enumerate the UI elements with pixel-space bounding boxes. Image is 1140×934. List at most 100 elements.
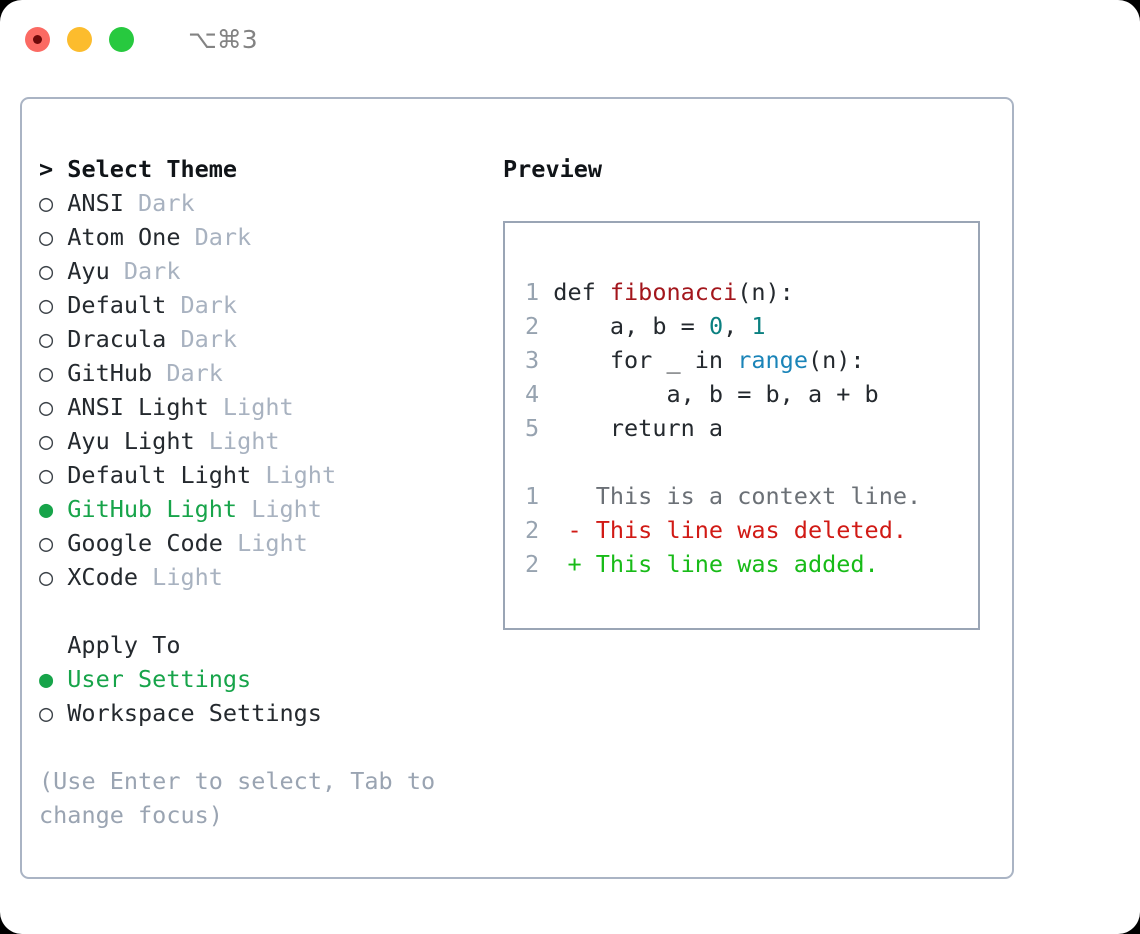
theme-list-item[interactable]: ○ Ayu Dark — [39, 254, 492, 288]
theme-list-item[interactable]: ○ ANSI Light Light — [39, 390, 492, 424]
code-token: for _ in — [553, 346, 738, 374]
radio-unselected-icon[interactable]: ○ — [39, 529, 54, 557]
theme-list-item[interactable]: ○Dracula Dark — [39, 322, 492, 356]
diff-line: 1 This is a context line. — [525, 479, 978, 513]
theme-name-label: GitHub — [67, 359, 153, 387]
theme-variant-tag: Light — [237, 495, 322, 523]
line-number: 3 — [525, 346, 540, 374]
line-number: 1 — [525, 278, 540, 306]
code-token: a, b = b, a + b — [553, 380, 879, 408]
theme-name-label: XCode — [67, 563, 139, 591]
theme-variant-tag: Light — [194, 427, 280, 455]
radio-unselected-icon[interactable]: ○ — [39, 257, 54, 285]
diff-marker — [567, 482, 595, 510]
code-token: def — [553, 278, 610, 306]
diff-line: 2 - This line was deleted. — [525, 513, 978, 547]
zoom-button-icon[interactable] — [109, 26, 134, 52]
radio-unselected-icon[interactable]: ○ — [39, 325, 54, 353]
radio-unselected-icon[interactable]: ○ — [39, 393, 54, 421]
minimize-button-icon[interactable] — [67, 26, 92, 52]
theme-variant-tag: Light — [251, 461, 337, 489]
theme-variant-tag: Light — [208, 393, 294, 421]
apply-to-indent — [39, 628, 67, 662]
theme-variant-tag: Dark — [180, 223, 252, 251]
title-bar: ⌥⌘3 — [0, 0, 1140, 78]
code-token: return a — [553, 414, 724, 442]
theme-variant-tag: Light — [222, 529, 308, 557]
line-number: 2 — [525, 516, 540, 544]
theme-name-label: ANSI Light — [67, 393, 209, 421]
apply-to-heading: Apply To — [39, 628, 492, 662]
theme-variant-tag: Light — [138, 563, 223, 591]
theme-variant-tag: Dark — [109, 257, 181, 285]
section-spacer — [39, 594, 492, 628]
code-token: a, b = — [553, 312, 709, 340]
theme-variant-tag: Dark — [123, 189, 195, 217]
radio-unselected-icon[interactable]: ○ — [39, 189, 54, 217]
radio-unselected-icon[interactable]: ○ — [39, 461, 54, 489]
theme-list[interactable]: ○ ANSI Dark ○ Atom One Dark ○ Ayu Dark ○ Defaul… — [39, 186, 492, 594]
theme-name-label: Atom One — [67, 223, 181, 251]
code-diff-spacer — [525, 445, 978, 479]
code-token: (n): — [737, 278, 794, 306]
code-line: 1 def fibonacci(n): — [525, 275, 978, 309]
theme-list-item[interactable]: ○ Default Light Light — [39, 458, 492, 492]
radio-unselected-icon[interactable]: ○ — [39, 699, 54, 727]
theme-list-item[interactable]: ○ Ayu Light Light — [39, 424, 492, 458]
theme-list-item[interactable]: ○Default Dark — [39, 288, 492, 322]
theme-name-label: Ayu Light — [67, 427, 195, 455]
keyboard-shortcut-label: ⌥⌘3 — [188, 24, 258, 54]
line-number: 1 — [525, 482, 540, 510]
diff-marker: + — [567, 550, 596, 578]
apply-to-label: User Settings — [67, 665, 252, 693]
diff-sample: 1 This is a context line.2 - This line w… — [525, 479, 978, 581]
code-token: (n): — [807, 346, 865, 374]
theme-list-item[interactable]: ○ Google Code Light — [39, 526, 492, 560]
code-line: 2 a, b = 0, 1 — [525, 309, 978, 343]
window-controls — [25, 26, 134, 52]
theme-variant-tag: Dark — [152, 359, 223, 387]
radio-unselected-icon[interactable]: ○ — [39, 223, 54, 251]
main-panel: > Select Theme ○ANSI Dark○Atom One Dark○… — [20, 97, 1014, 879]
radio-unselected-icon[interactable]: ○ — [39, 427, 54, 455]
diff-text: This is a context line. — [595, 482, 922, 510]
code-token: 1 — [751, 312, 766, 340]
apply-to-list-item[interactable]: ● User Settings — [39, 662, 492, 696]
theme-name-label: Default Light — [67, 461, 252, 489]
line-number: 2 — [525, 312, 540, 340]
code-token: , — [723, 312, 752, 340]
code-token: fibonacci — [609, 278, 738, 306]
radio-unselected-icon[interactable]: ○ — [39, 359, 54, 387]
apply-to-heading-label: Apply To — [67, 631, 181, 659]
theme-name-label: ANSI — [67, 189, 124, 217]
radio-selected-icon[interactable]: ● — [39, 665, 54, 693]
theme-list-item[interactable]: ○ Atom One Dark — [39, 220, 492, 254]
theme-variant-tag: Dark — [166, 325, 238, 353]
theme-name-label: Google Code — [67, 529, 223, 557]
code-line: 4 a, b = b, a + b — [525, 377, 978, 411]
close-button-icon[interactable] — [25, 26, 50, 52]
code-token: 0 — [708, 312, 724, 340]
recording-indicator-icon — [33, 34, 42, 44]
apply-to-list-item[interactable]: ○Workspace Settings — [39, 696, 492, 730]
theme-list-item[interactable]: ○ GitHub Dark — [39, 356, 492, 390]
theme-list-item[interactable]: ●GitHub Light Light — [39, 492, 492, 526]
theme-list-item[interactable]: ○ ANSI Dark — [39, 186, 492, 220]
radio-unselected-icon[interactable]: ○ — [39, 563, 54, 591]
apply-to-list[interactable]: ● User Settings ○Workspace Settings — [39, 662, 492, 730]
line-number: 2 — [525, 550, 540, 578]
theme-name-label: Default — [67, 291, 167, 319]
select-theme-heading: > Select Theme — [39, 155, 238, 183]
diff-marker: - — [567, 516, 596, 544]
diff-line: 2 + This line was added. — [525, 547, 978, 581]
diff-text: This line was added. — [595, 550, 879, 578]
line-number: 4 — [525, 380, 540, 408]
theme-name-label: Ayu — [67, 257, 110, 285]
theme-list-item[interactable]: ○ XCode Light — [39, 560, 492, 594]
radio-selected-icon[interactable]: ● — [39, 495, 54, 523]
radio-unselected-icon[interactable]: ○ — [39, 291, 54, 319]
keyboard-hint-text: (Use Enter to select, Tab to change focu… — [39, 767, 450, 829]
